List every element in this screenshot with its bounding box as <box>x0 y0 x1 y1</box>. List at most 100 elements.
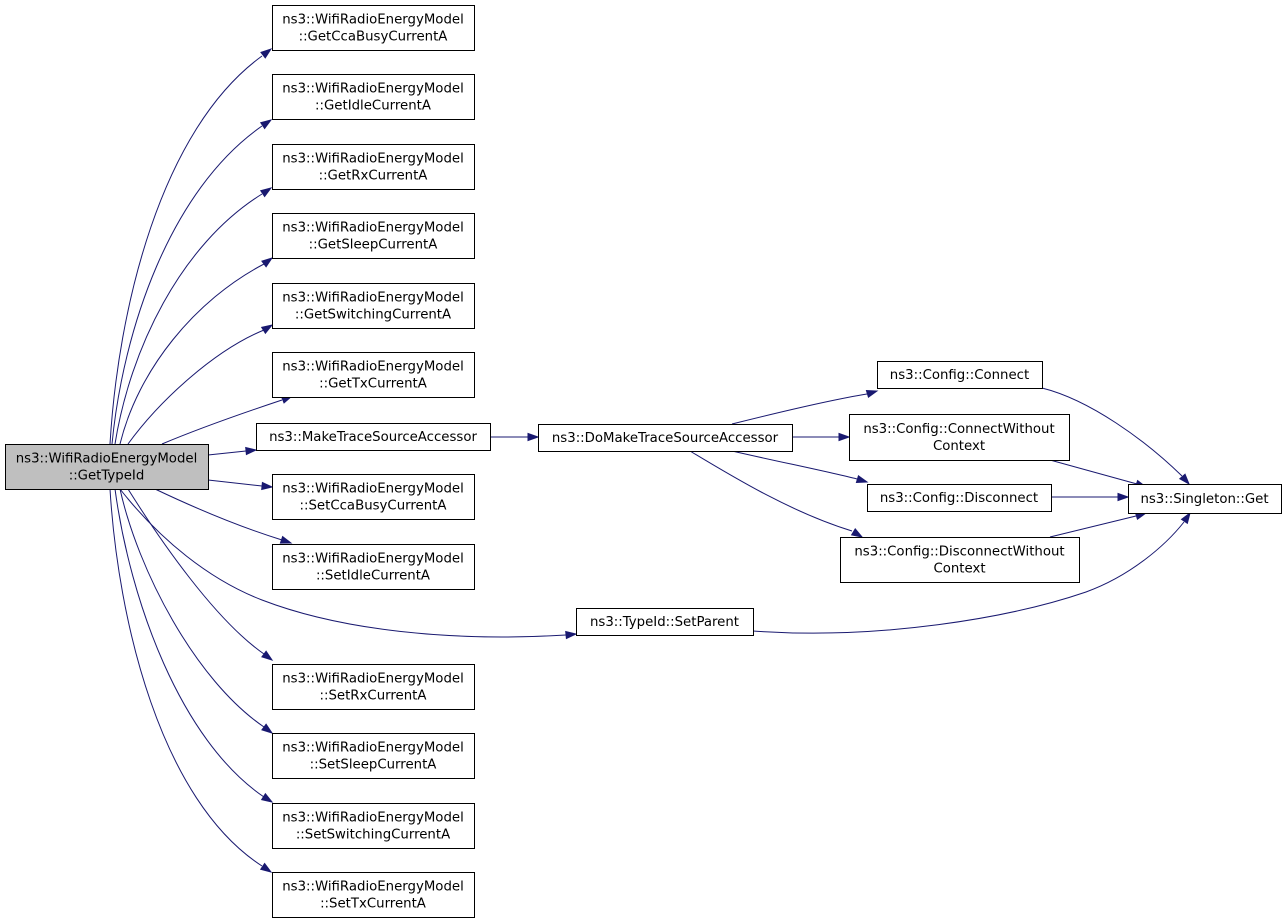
node-do-make-tsa[interactable]: ns3::DoMakeTraceSourceAccessor <box>538 424 793 452</box>
node-box[interactable] <box>272 733 475 779</box>
arrowhead <box>259 862 273 873</box>
node-label-line: ns3::WifiRadioEnergyModel <box>282 152 464 167</box>
node-label-line: ::GetTxCurrentA <box>319 377 427 392</box>
edge-line <box>119 263 265 445</box>
node-box[interactable] <box>867 484 1052 512</box>
edge-line <box>689 450 853 532</box>
edge-root-to-make-tsa <box>207 446 258 456</box>
edge-line <box>1049 515 1137 538</box>
node-set-sleep[interactable]: ns3::WifiRadioEnergyModel::SetSleepCurre… <box>272 733 475 779</box>
node-get-cca[interactable]: ns3::WifiRadioEnergyModel::GetCcaBusyCur… <box>272 5 475 51</box>
node-box[interactable] <box>840 537 1080 583</box>
node-box[interactable] <box>272 144 475 190</box>
node-box[interactable] <box>272 74 475 120</box>
node-box[interactable] <box>272 283 475 329</box>
node-label-line: ns3::WifiRadioEnergyModel <box>282 880 464 895</box>
node-label-line: ns3::Singleton::Get <box>1140 492 1268 507</box>
node-box[interactable] <box>272 664 475 710</box>
node-label-line: ns3::WifiRadioEnergyModel <box>282 741 464 756</box>
node-label-line: ::SetSleepCurrentA <box>310 758 437 773</box>
node-label-line: ::SetCcaBusyCurrentA <box>300 499 447 514</box>
node-box[interactable] <box>272 872 475 918</box>
edge-line <box>207 479 263 487</box>
node-singleton-get[interactable]: ns3::Singleton::Get <box>1128 484 1282 514</box>
arrowhead <box>1180 511 1191 525</box>
node-set-cca[interactable]: ns3::WifiRadioEnergyModel::SetCcaBusyCur… <box>272 474 475 520</box>
node-box[interactable] <box>877 361 1043 389</box>
edge-line <box>752 521 1185 634</box>
edge-line <box>207 450 247 456</box>
arrowhead <box>260 48 273 59</box>
node-box[interactable] <box>538 424 793 452</box>
node-box[interactable] <box>272 352 475 398</box>
node-box[interactable] <box>1128 484 1282 514</box>
node-root[interactable]: ns3::WifiRadioEnergyModel::GetTypeId <box>5 444 209 490</box>
edge-do-make-tsa-to-config-disconnect-wo <box>689 450 864 538</box>
edge-line <box>111 125 263 445</box>
node-get-switching[interactable]: ns3::WifiRadioEnergyModel::GetSwitchingC… <box>272 283 475 329</box>
node-label-line: ns3::Config::ConnectWithout <box>863 422 1054 437</box>
node-get-rx[interactable]: ns3::WifiRadioEnergyModel::GetRxCurrentA <box>272 144 475 190</box>
node-box[interactable] <box>5 444 209 490</box>
node-set-parent[interactable]: ns3::TypeId::SetParent <box>576 608 754 636</box>
arrowhead <box>261 723 274 734</box>
edge-line <box>161 399 283 445</box>
arrowhead <box>865 389 879 399</box>
node-box[interactable] <box>272 213 475 259</box>
node-config-connect[interactable]: ns3::Config::Connect <box>877 361 1043 389</box>
node-box[interactable] <box>849 414 1070 461</box>
node-make-tsa[interactable]: ns3::MakeTraceSourceAccessor <box>256 423 491 451</box>
node-label-line: ns3::WifiRadioEnergyModel <box>282 552 464 567</box>
arrowhead <box>260 324 274 335</box>
edge-root-to-get-idle <box>111 119 273 445</box>
arrowhead <box>838 432 851 442</box>
edge-root-to-set-parent <box>119 488 578 640</box>
node-label-line: ns3::WifiRadioEnergyModel <box>16 452 198 467</box>
edge-root-to-get-sleep <box>119 257 274 445</box>
arrowhead <box>245 446 258 456</box>
node-set-rx[interactable]: ns3::WifiRadioEnergyModel::SetRxCurrentA <box>272 664 475 710</box>
node-set-switching[interactable]: ns3::WifiRadioEnergyModel::SetSwitchingC… <box>272 803 475 849</box>
node-get-idle[interactable]: ns3::WifiRadioEnergyModel::GetIdleCurren… <box>272 74 475 120</box>
node-get-tx[interactable]: ns3::WifiRadioEnergyModel::GetTxCurrentA <box>272 352 475 398</box>
node-config-disconnect[interactable]: ns3::Config::Disconnect <box>867 484 1052 512</box>
edges-layer <box>109 48 1191 873</box>
edge-root-to-set-cca <box>207 479 274 491</box>
node-label-line: ::SetTxCurrentA <box>320 897 426 912</box>
node-box[interactable] <box>256 423 491 451</box>
edge-root-to-set-idle <box>154 488 293 544</box>
arrowhead <box>279 535 293 544</box>
edge-root-to-set-tx <box>109 488 273 873</box>
arrowhead <box>260 792 274 803</box>
arrowhead <box>259 119 273 130</box>
node-get-sleep[interactable]: ns3::WifiRadioEnergyModel::GetSleepCurre… <box>272 213 475 259</box>
node-label-line: ::GetIdleCurrentA <box>315 99 431 114</box>
node-set-tx[interactable]: ns3::WifiRadioEnergyModel::SetTxCurrentA <box>272 872 475 918</box>
edge-line <box>154 488 283 541</box>
node-label-line: ns3::MakeTraceSourceAccessor <box>269 430 477 445</box>
node-label-line: ns3::Config::Connect <box>890 368 1029 383</box>
node-box[interactable] <box>576 608 754 636</box>
arrowhead <box>527 432 540 442</box>
node-box[interactable] <box>272 5 475 51</box>
arrowhead <box>261 650 274 661</box>
node-label-line: ::GetTypeId <box>69 469 145 484</box>
node-box[interactable] <box>272 474 475 520</box>
edge-root-to-get-cca <box>109 48 273 445</box>
edge-line <box>1049 459 1138 485</box>
edge-do-make-tsa-to-config-connect-wo <box>792 432 851 442</box>
arrowhead <box>261 257 274 268</box>
node-label-line: Context <box>933 562 985 577</box>
node-box[interactable] <box>272 803 475 849</box>
edge-root-to-set-switching <box>114 488 274 803</box>
node-label-line: ::SetRxCurrentA <box>320 689 427 704</box>
node-label-line: ns3::Config::DisconnectWithout <box>854 545 1064 560</box>
node-set-idle[interactable]: ns3::WifiRadioEnergyModel::SetIdleCurren… <box>272 544 475 590</box>
node-label-line: ::GetSleepCurrentA <box>309 238 438 253</box>
node-label-line: Context <box>933 439 985 454</box>
arrowhead <box>1178 473 1190 486</box>
node-box[interactable] <box>272 544 475 590</box>
